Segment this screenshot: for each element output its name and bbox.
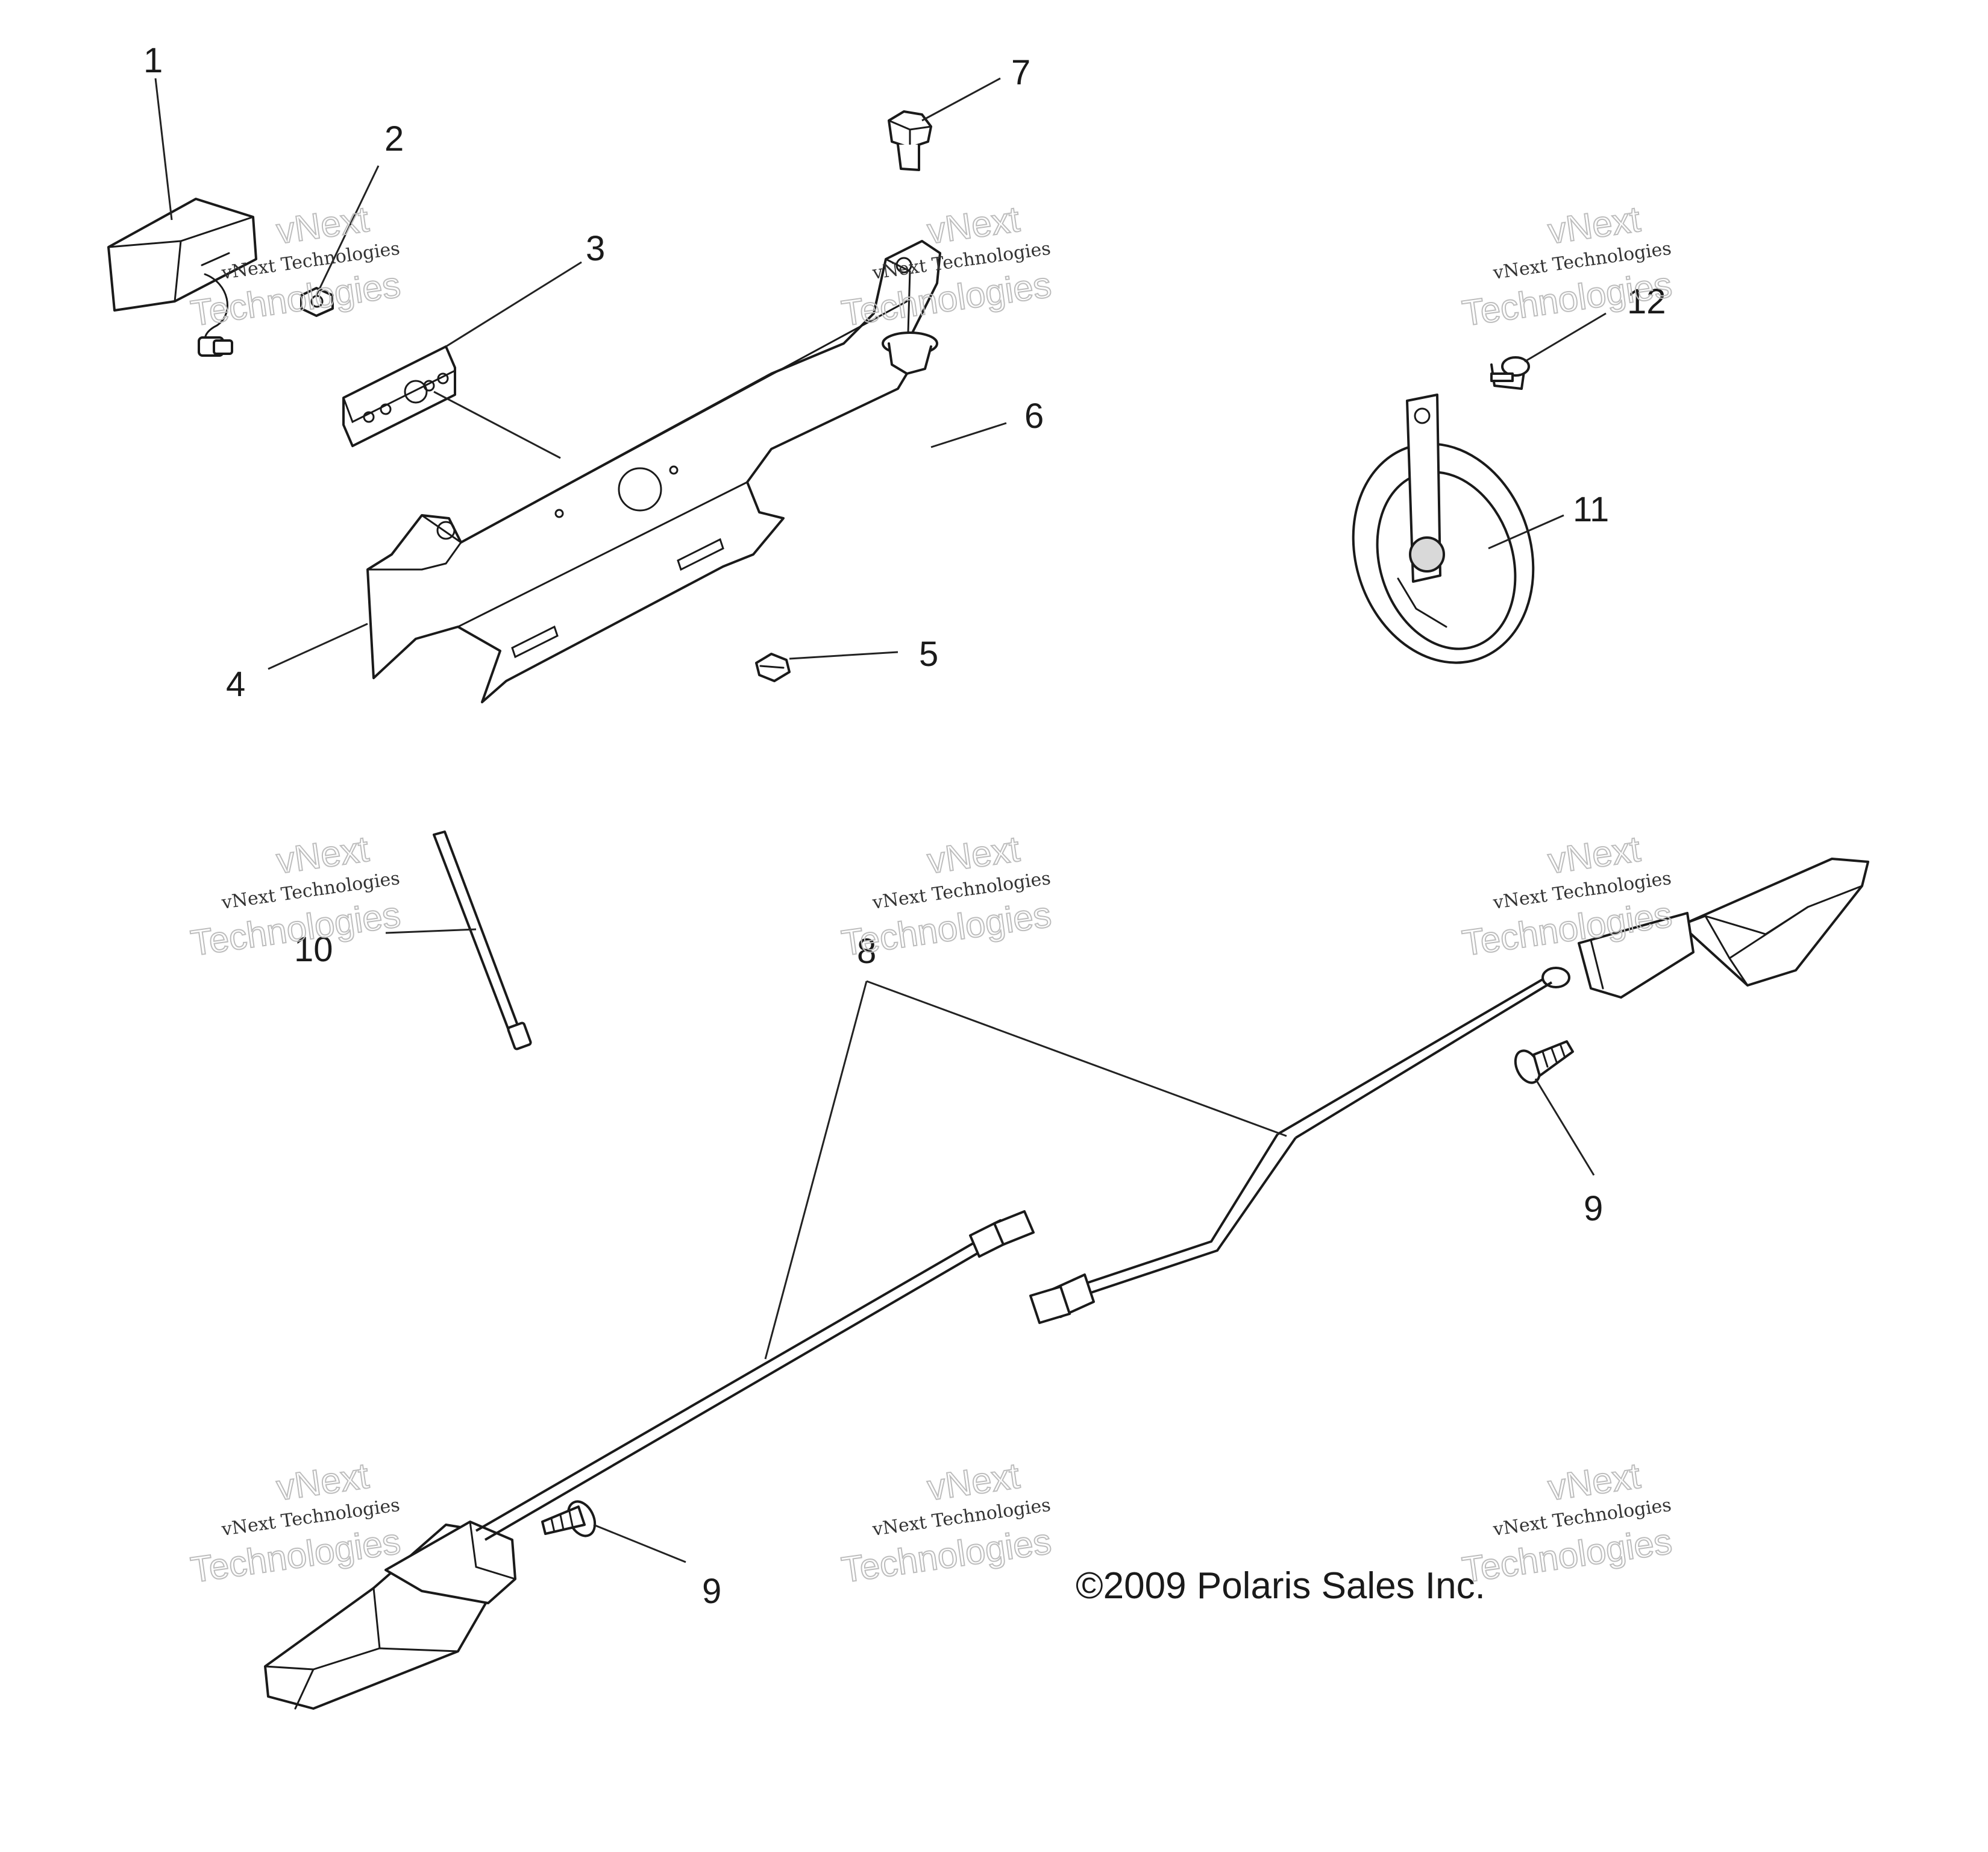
watermark-line3: Technologies xyxy=(839,264,1053,333)
part-8-turn-signal-left xyxy=(264,1210,1035,1710)
callout-11: 11 xyxy=(1573,490,1609,529)
part-5-nut xyxy=(755,653,791,682)
callout-1: 1 xyxy=(143,41,163,80)
part-6-flange-nut xyxy=(882,331,938,375)
part-10-cable-tie xyxy=(433,830,532,1050)
callout-8: 8 xyxy=(857,932,876,971)
watermark-top-center: vNext vNext Technologies Technologies xyxy=(838,198,1054,334)
part-7-bolt xyxy=(888,110,932,171)
callout-10: 10 xyxy=(294,930,333,969)
callout-7: 7 xyxy=(1011,53,1030,92)
watermark-top-left: vNext vNext Technologies Technologies xyxy=(187,198,403,334)
part-3-spacer-plate xyxy=(342,345,456,447)
watermark-line3: Technologies xyxy=(188,1521,403,1590)
part-1-license-light xyxy=(107,198,257,357)
watermark-line3: Technologies xyxy=(839,1521,1053,1590)
callout-3: 3 xyxy=(586,229,605,268)
callout-9-right: 9 xyxy=(1584,1189,1603,1228)
part-9-screw-right xyxy=(1514,1040,1574,1084)
part-8-turn-signal-right xyxy=(1029,858,1869,1324)
watermark-bottom-left: vNext vNext Technologies Technologies xyxy=(187,1455,403,1591)
callout-12: 12 xyxy=(1627,282,1666,321)
callout-2: 2 xyxy=(384,119,404,159)
watermark-middle-left: vNext vNext Technologies Technologies xyxy=(187,828,403,964)
callout-5: 5 xyxy=(919,635,938,674)
watermark-line3: Technologies xyxy=(839,894,1053,963)
watermark-bottom-center: vNext vNext Technologies Technologies xyxy=(838,1455,1054,1591)
leader-lines xyxy=(154,77,1607,1563)
callout-4: 4 xyxy=(226,665,245,704)
callout-6: 6 xyxy=(1024,397,1044,436)
part-2-nut xyxy=(300,287,334,317)
callout-labels: 1 2 3 4 5 6 7 8 9 9 10 11 12 xyxy=(143,41,1666,1611)
part-11-horn xyxy=(1352,394,1535,664)
part-9-screw-left xyxy=(541,1500,597,1537)
watermark-bottom-right: vNext vNext Technologies Technologies xyxy=(1459,1455,1675,1591)
part-12-screw xyxy=(1490,356,1530,390)
watermark-line3: Technologies xyxy=(1460,1521,1674,1590)
part-4-license-bracket xyxy=(366,240,941,703)
copyright-notice: ©2009 Polaris Sales Inc. xyxy=(1076,1565,1485,1607)
callout-9-left: 9 xyxy=(702,1572,721,1611)
watermark-middle-center: vNext vNext Technologies Technologies xyxy=(838,828,1054,964)
watermark-line3: Technologies xyxy=(1460,264,1674,333)
